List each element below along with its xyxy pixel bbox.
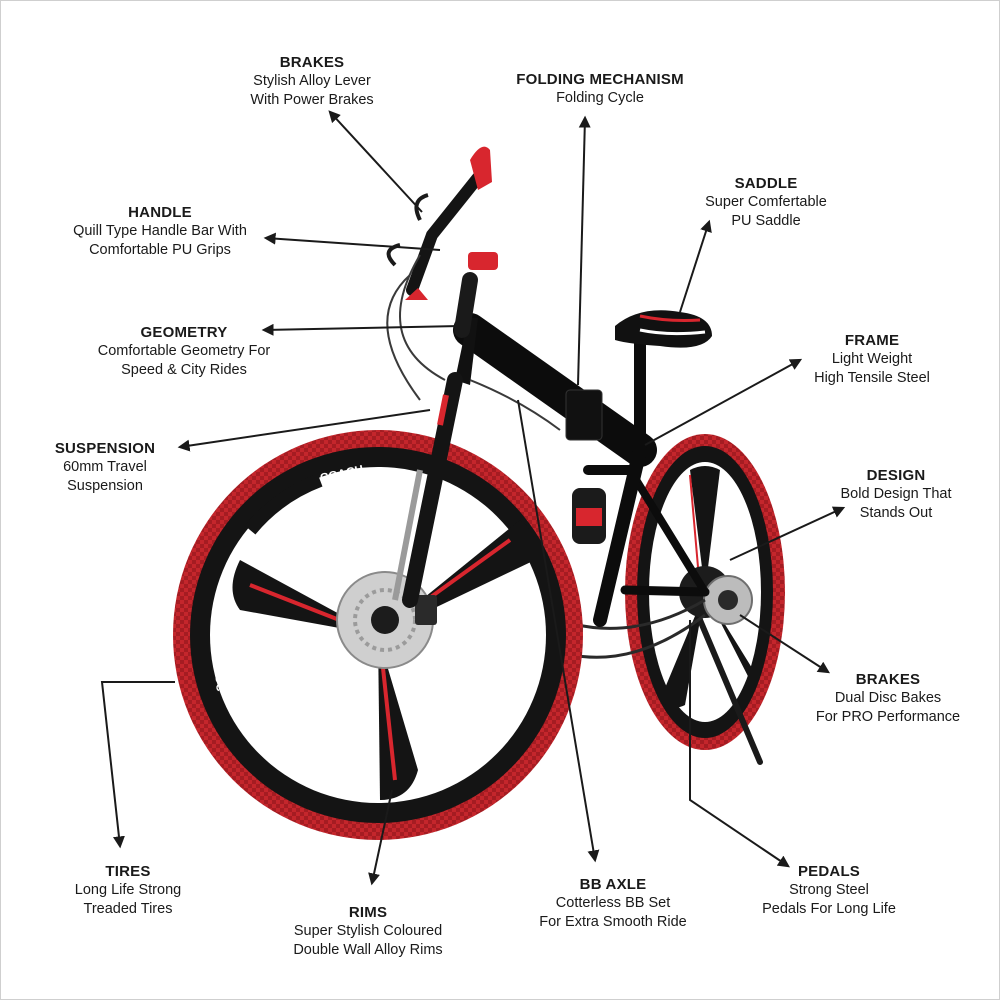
callout-line: Folding Cycle (556, 90, 644, 106)
callout-line: Super Stylish Coloured (293, 923, 443, 939)
callout-geometry: GEOMETRY Comfortable Geometry For Speed … (64, 323, 304, 380)
fork-stanchion (392, 469, 423, 601)
saddle (615, 310, 712, 348)
head-tube (455, 318, 478, 385)
callout-tires: TIRES Long Life Strong Treaded Tires (48, 862, 208, 919)
callout-line: Long Life Strong (74, 882, 182, 898)
callout-design: DESIGN Bold Design That Stands Out (812, 466, 980, 523)
leader-brakes-top (328, 110, 423, 213)
callout-line: Strong Steel (789, 882, 869, 898)
leader-folding (577, 115, 591, 386)
callout-title: FRAME (844, 332, 900, 349)
callout-line: Pedals For Long Life (762, 901, 896, 917)
rear-triangle (572, 465, 763, 765)
callout-line: Light Weight (831, 351, 913, 367)
callout-line: Speed & City Rides (121, 362, 247, 378)
callout-line: Double Wall Alloy Rims (293, 942, 443, 958)
rim-brand-text: HAVOC (210, 652, 225, 692)
callout-title: PEDALS (797, 863, 861, 880)
callout-title: HANDLE (128, 204, 192, 221)
callout-brakes-top: BRAKES Stylish Alloy Lever With Power Br… (200, 53, 424, 110)
callout-line: Comfortable PU Grips (89, 242, 231, 258)
handlebar-tube (406, 169, 486, 296)
callout-title: BB AXLE (579, 876, 647, 893)
leader-saddle (679, 219, 712, 313)
callout-line: Quill Type Handle Bar With (73, 223, 247, 239)
callout-line: Super Comfertable (705, 194, 827, 210)
front-wheel (173, 430, 583, 840)
top-tube (453, 313, 657, 467)
callout-handle: HANDLE Quill Type Handle Bar With Comfor… (40, 203, 280, 260)
callout-title: TIRES (105, 863, 151, 880)
callout-line: Cotterless BB Set (555, 895, 671, 911)
callout-title: DESIGN (866, 467, 926, 484)
callout-title: SADDLE (734, 175, 798, 192)
callout-line: Dual Disc Bakes (834, 690, 942, 706)
stem-spring (468, 252, 498, 270)
fork-leg (402, 372, 463, 608)
callout-title: SUSPENSION (54, 440, 156, 457)
callout-line: For PRO Performance (815, 709, 961, 725)
brake-lever (414, 193, 429, 221)
fork-crown-accent (437, 394, 449, 426)
leader-lines (100, 110, 846, 886)
callout-rims: RIMS Super Stylish Coloured Double Wall … (258, 903, 478, 960)
callout-bb-axle: BB AXLE Cotterless BB Set For Extra Smoo… (510, 875, 716, 932)
leader-bb-axle (517, 399, 600, 863)
rear-spoke (660, 592, 705, 708)
stem (454, 272, 478, 338)
leader-brakes-disc (739, 614, 831, 674)
callout-title: BRAKES (279, 54, 345, 71)
callout-suspension: SUSPENSION 60mm Travel Suspension (40, 439, 170, 496)
callout-saddle: SADDLE Super Comfertable PU Saddle (666, 174, 866, 231)
grip (470, 146, 492, 190)
callout-title: FOLDING MECHANISM (516, 71, 684, 88)
callout-line: Stands Out (859, 505, 933, 521)
main-frame (453, 313, 657, 627)
leader-rims (368, 789, 393, 886)
callout-frame: FRAME Light Weight High Tensile Steel (772, 331, 972, 388)
callout-pedals: PEDALS Strong Steel Pedals For Long Life (734, 862, 924, 919)
front-spoke (378, 635, 418, 800)
leader-frame (644, 358, 803, 446)
callout-line: Bold Design That (840, 486, 952, 502)
saddle-body (615, 310, 712, 348)
leader-tires (100, 681, 175, 849)
rear-cassette (718, 590, 738, 610)
handlebar (386, 146, 561, 431)
folding-hinge (565, 389, 603, 441)
seat-stay (626, 466, 709, 596)
callout-brakes-disc: BRAKES Dual Disc Bakes For PRO Performan… (790, 670, 986, 727)
front-hub (371, 606, 399, 634)
leader-suspension (177, 409, 431, 452)
down-tube (593, 443, 647, 627)
rear-spoke (690, 466, 720, 592)
callout-title: RIMS (348, 904, 388, 921)
kickstand (697, 617, 763, 765)
front-fork (392, 252, 498, 608)
callout-title: BRAKES (855, 671, 921, 688)
callout-folding: FOLDING MECHANISM Folding Cycle (480, 70, 720, 108)
callout-line: High Tensile Steel (814, 370, 930, 386)
callout-line: Treaded Tires (83, 901, 173, 917)
callout-line: 60mm Travel (63, 459, 147, 475)
callout-line: Comfortable Geometry For (97, 343, 271, 359)
callout-line: For Extra Smooth Ride (539, 914, 687, 930)
callout-line: Stylish Alloy Lever (253, 73, 371, 89)
leader-design (729, 506, 846, 561)
grip (405, 288, 428, 300)
leader-pedals (689, 620, 790, 868)
leader-geometry (261, 323, 461, 336)
leader-handle (263, 232, 441, 251)
callout-line: PU Saddle (731, 213, 801, 229)
brake-lever (386, 243, 401, 267)
callout-line: With Power Brakes (250, 92, 374, 108)
rear-shock-spring (576, 508, 602, 526)
chain-stay (620, 585, 710, 597)
callout-title: GEOMETRY (140, 324, 228, 341)
callout-line: Suspension (67, 478, 143, 494)
front-caliper (415, 595, 437, 625)
